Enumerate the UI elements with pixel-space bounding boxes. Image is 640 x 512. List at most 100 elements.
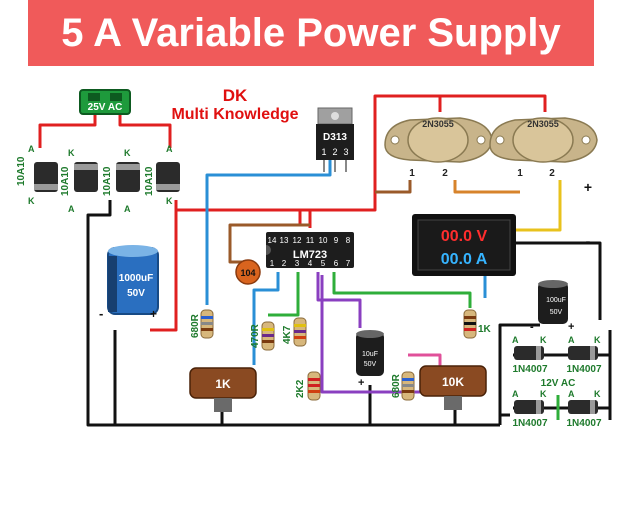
ic-pin-11: 11: [306, 236, 315, 245]
diode-r-pin-k: K: [540, 389, 547, 399]
potentiometer-10k-label: 10K: [442, 375, 464, 389]
diode-bridge-right: A K A K A K A K 1N4007 1N4007 1N4007 1N4…: [512, 335, 602, 429]
transistor-1: 2N3055 1 2: [384, 117, 493, 179]
wire-black-bridge-minus: [86, 200, 500, 427]
ac-12v-label: 12V AC: [541, 378, 576, 389]
resistors: 680R 470R 4K7 2K2 680R 1K: [190, 309, 492, 401]
capacitor-100uf-plus: +: [568, 321, 574, 333]
wire-red-bridge-positive: [174, 200, 302, 225]
diode-pin-k: K: [68, 148, 75, 158]
transistor-2-pin-2: 2: [549, 168, 555, 179]
wire-red-main-rail: [300, 94, 547, 212]
ic-pin-7: 7: [346, 259, 351, 268]
transistor-2: 2N3055 1 2: [489, 117, 598, 179]
resistor-2k2: [307, 371, 321, 401]
wire-brown-cap104: [228, 223, 310, 264]
transformer-terminal: 25V AC: [79, 89, 131, 115]
diode-r2-label: 1N4007: [566, 364, 601, 375]
wire-black-output-minus: [515, 241, 602, 320]
diode-pin-a: A: [124, 204, 131, 214]
regulator-d313: D313 1 2 3: [316, 107, 354, 172]
diode-pin-a: A: [28, 144, 35, 154]
transformer-label: 25V AC: [88, 102, 123, 113]
ic-pin-5: 5: [321, 259, 326, 268]
transistor-2-pin-1: 1: [517, 168, 523, 179]
output-plus: +: [584, 179, 592, 195]
brand-tagline: Multi Knowledge: [171, 106, 299, 123]
capacitor-10uf-voltage: 50V: [364, 361, 377, 368]
wire-red-transformer-left: [38, 112, 97, 148]
capacitor-100uf-voltage: 50V: [550, 309, 563, 316]
transistor-1-pin-1: 1: [409, 168, 415, 179]
diode-r-pin-a: A: [512, 389, 519, 399]
ic-pin-10: 10: [319, 236, 328, 245]
ic-pin-4: 4: [308, 259, 313, 268]
transistor-1-pin-2: 2: [442, 168, 448, 179]
regulator-pin-3: 3: [343, 147, 348, 157]
capacitor-100uf-value: 100uF: [546, 297, 566, 304]
resistor-680r-b-label: 680R: [391, 373, 402, 398]
output-minus: -: [586, 233, 591, 249]
diode-r2: [568, 346, 598, 360]
resistor-470r-label: 470R: [250, 323, 261, 348]
diode-pin-k: K: [166, 196, 173, 206]
capacitor-1000uf: 1000uF 50V - +: [99, 245, 159, 321]
capacitor-1000uf-value: 1000uF: [119, 273, 153, 284]
capacitor-1000uf-voltage: 50V: [127, 288, 145, 299]
diode-1-label: 10A10: [16, 156, 27, 186]
wire-purple-ic: [316, 272, 362, 328]
ic-pin-9: 9: [334, 236, 339, 245]
capacitor-10uf-value: 10uF: [362, 351, 378, 358]
diode-r4-label: 1N4007: [566, 418, 601, 429]
diode-pin-a: A: [68, 204, 75, 214]
resistor-4k7: [293, 317, 307, 347]
diode-r4: [568, 400, 598, 414]
capacitor-1000uf-plus: +: [150, 307, 157, 321]
capacitor-100uf-minus: -: [530, 321, 534, 333]
diode-r-pin-k: K: [594, 335, 601, 345]
wire-red-transformer-right: [118, 112, 172, 148]
resistor-1k: [463, 309, 477, 339]
ic-pin-13: 13: [280, 236, 289, 245]
potentiometer-10k: 10K: [419, 365, 487, 410]
potentiometer-1k: 1K: [189, 367, 257, 412]
diode-r-pin-a: A: [568, 335, 575, 345]
diode-r1-label: 1N4007: [512, 364, 547, 375]
diode-bridge-left: 10A10 10A10 10A10 10A10 A K K A K A A K: [16, 144, 180, 214]
diode-1: [34, 162, 58, 192]
diode-2-label: 10A10: [60, 166, 71, 196]
diode-4-label: 10A10: [144, 166, 155, 196]
diode-2: [74, 162, 98, 192]
ic-pin-12: 12: [293, 236, 302, 245]
capacitor-104: 104: [235, 259, 261, 285]
page-title: 5 A Variable Power Supply: [61, 11, 561, 55]
transistor-2-label: 2N3055: [527, 119, 559, 129]
ic-lm723: LM723 14 13 12 11 10 9 8 1 2 3 4 5 6 7: [266, 232, 354, 268]
diode-r3-label: 1N4007: [512, 418, 547, 429]
diode-r-pin-k: K: [540, 335, 547, 345]
wire-green-r470: [268, 272, 300, 317]
diode-3-label: 10A10: [102, 166, 113, 196]
meter-current: 00.0 A: [441, 251, 488, 268]
wire-brown-t1: [375, 180, 412, 194]
brand: DK Multi Knowledge: [150, 86, 320, 124]
ic-pin-3: 3: [295, 259, 300, 268]
wire-orange-t2: [453, 180, 520, 194]
volt-amp-meter: 00.0 V 00.0 A: [412, 214, 516, 276]
resistor-2k2-label: 2K2: [295, 379, 306, 398]
wire-blue-ic-pin2: [252, 272, 280, 365]
title-banner: 5 A Variable Power Supply: [28, 0, 594, 66]
wire-red-cap-positive: [150, 210, 178, 332]
capacitor-100uf: 100uF 50V - +: [530, 280, 574, 333]
regulator-pin-2: 2: [332, 147, 337, 157]
resistor-470r: [261, 321, 275, 351]
diode-4: [156, 162, 180, 192]
potentiometer-1k-label: 1K: [215, 377, 231, 391]
ic-label: LM723: [293, 249, 327, 261]
capacitor-1000uf-minus: -: [99, 306, 103, 321]
transistor-1-label: 2N3055: [422, 119, 454, 129]
diode-pin-k: K: [124, 148, 131, 158]
wire-black-cap100-minus: [498, 323, 540, 425]
wire-blue-regulator: [205, 160, 332, 305]
